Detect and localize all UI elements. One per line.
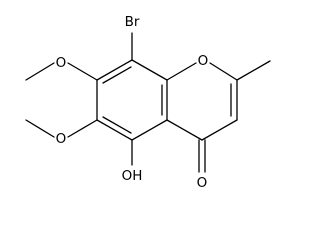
bond-c5-c6-inner [102, 116, 132, 134]
bond-c7-c8 [96, 59, 133, 81]
bond-c7-o [67, 62, 98, 81]
bond-o-methyl-7 [25, 62, 55, 81]
atom-label-br: Br [125, 14, 140, 30]
bond-c6-o [67, 119, 98, 138]
structure-diagram: Br O O O O OH [25, 14, 271, 191]
bond-o-methyl-6 [25, 119, 55, 138]
bond-c3-c4 [201, 119, 238, 141]
bond-c4a-c5 [131, 119, 168, 141]
atom-label-carbonyl-oxygen: O [197, 175, 208, 191]
bond-c8-c8a [131, 59, 168, 81]
atom-label-ring-oxygen: O [198, 53, 209, 69]
atom-label-methoxy-oxygen-7: O [56, 55, 67, 71]
bond-c5-c6 [96, 119, 133, 141]
atom-label-methoxy-oxygen-6: O [56, 131, 67, 147]
bond-c8a-o1 [166, 62, 197, 81]
bond-c7-c8-inner [102, 66, 132, 84]
atom-label-hydroxyl: OH [122, 168, 143, 184]
bond-c2-methyl [236, 60, 271, 81]
bond-c4-c4a [166, 119, 203, 141]
bond-o1-c2 [209, 62, 238, 81]
molecule-drawing: Br O O O O OH [25, 14, 271, 191]
